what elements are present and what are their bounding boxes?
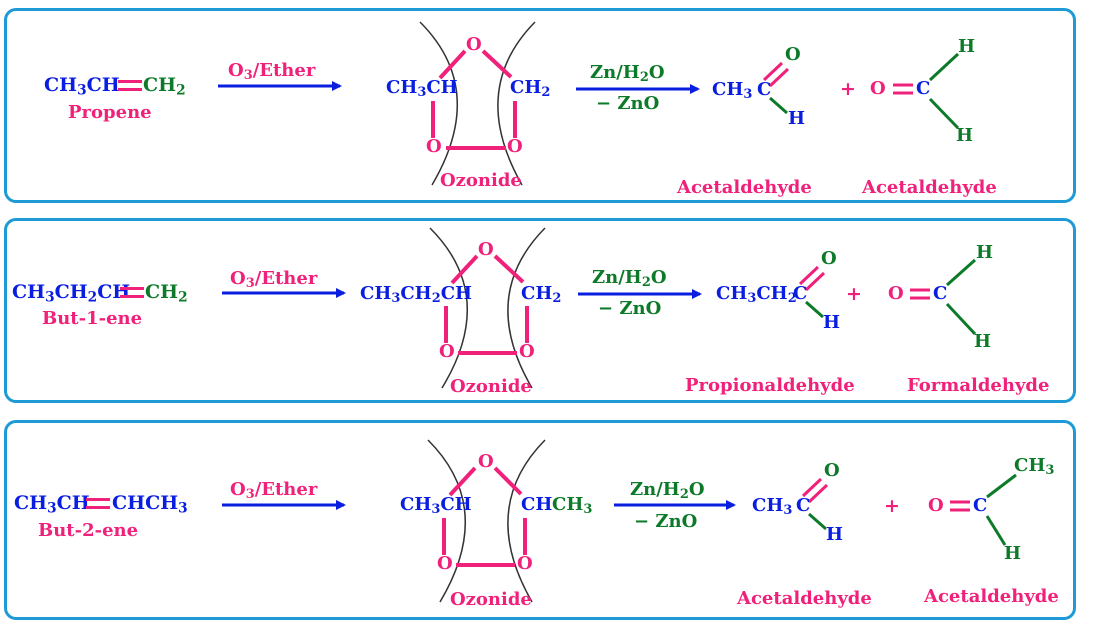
ozonide-right-fragment: CH2 [521, 283, 562, 307]
product-2-carbon: C [973, 495, 988, 516]
plus-sign: + [840, 78, 856, 100]
reagent-label: O3/Ether [230, 268, 318, 292]
product-1-oxygen: O [824, 460, 840, 481]
product-2-oxygen: O [888, 283, 904, 304]
ozonide-oxygen-top: O [466, 34, 482, 55]
reaction-panel-but-2-ene [4, 420, 1076, 620]
reactant-left-fragment: CH3CH2CH [12, 281, 131, 306]
ozonide-oxygen-left: O [437, 553, 453, 574]
ozonide-oxygen-right: O [507, 136, 523, 157]
product-2-oxygen: O [870, 78, 886, 99]
product-2-carbon: C [933, 283, 948, 304]
reagent-label: O3/Ether [228, 60, 316, 84]
ozonide-oxygen-left: O [439, 341, 455, 362]
ozonide-left-fragment: CH3CH [386, 77, 458, 101]
double-bond [118, 80, 142, 91]
workup-reagent: Zn/H2O [590, 62, 665, 86]
ozonide-left-fragment: CH3CH [400, 494, 472, 518]
ozonide-name: Ozonide [450, 589, 532, 610]
reagent-label: O3/Ether [230, 479, 318, 503]
product-1-oxygen: O [821, 248, 837, 269]
product-1-name: Acetaldehyde [677, 177, 812, 198]
reactant-name: But-2-ene [38, 520, 139, 541]
product-2-name: Acetaldehyde [924, 586, 1059, 607]
reactant-left-fragment: CH3CH [44, 74, 120, 99]
workup-reagent: Zn/H2O [592, 267, 667, 291]
workup-reagent: Zn/H2O [630, 479, 705, 503]
reactant-right-fragment: CHCH3 [112, 492, 188, 517]
product-1-hydrogen: H [826, 524, 844, 545]
product-1-carbon: C [757, 79, 772, 100]
product-1-carbon: C [796, 495, 811, 516]
product-1-name: Acetaldehyde [737, 588, 872, 609]
product-2-bottom-substituent: H [956, 125, 974, 146]
product-2-name: Acetaldehyde [862, 177, 997, 198]
workup-byproduct: − ZnO [598, 298, 662, 319]
ozonide-oxygen-top: O [478, 451, 494, 472]
plus-sign: + [884, 495, 900, 517]
ozonide-name: Ozonide [440, 170, 522, 191]
plus-sign: + [846, 283, 862, 305]
reactant-right-fragment: CH2 [143, 74, 186, 99]
product-2-oxygen: O [928, 495, 944, 516]
double-bond [86, 498, 110, 509]
workup-byproduct: − ZnO [634, 511, 698, 532]
product-1-hydrogen: H [823, 312, 841, 333]
reactant-name: Propene [68, 102, 152, 123]
product-1-oxygen: O [785, 44, 801, 65]
ozonide-left-fragment: CH3CH2CH [360, 283, 473, 307]
product-2-top-substituent: H [958, 36, 976, 57]
product-1-name: Propionaldehyde [685, 375, 855, 396]
product-2-top-substituent: H [976, 242, 994, 263]
product-2-name: Formaldehyde [907, 375, 1050, 396]
reactant-left-fragment: CH3CH [14, 492, 90, 517]
product-2-bottom-substituent: H [1004, 543, 1022, 564]
ozonide-right-methyl: CH3 [552, 494, 593, 518]
reactant-right-fragment: CH2 [145, 281, 188, 306]
double-bond [120, 287, 144, 298]
reactant-name: But-1-ene [42, 308, 143, 329]
product-1-alkyl: CH3 [712, 79, 753, 103]
product-2-top-substituent: CH3 [1014, 455, 1055, 479]
ozonide-oxygen-left: O [426, 136, 442, 157]
ozonide-right-carbon: CH [521, 494, 553, 515]
product-2-carbon: C [916, 78, 931, 99]
ozonide-name: Ozonide [450, 376, 532, 397]
product-1-hydrogen: H [788, 108, 806, 129]
product-1-alkyl: CH3CH2 [716, 283, 797, 307]
workup-byproduct: − ZnO [596, 93, 660, 114]
product-2-bottom-substituent: H [974, 331, 992, 352]
ozonide-oxygen-top: O [478, 239, 494, 260]
product-1-alkyl: CH3 [752, 495, 793, 519]
ozonide-oxygen-right: O [519, 341, 535, 362]
product-1-carbon: C [793, 283, 808, 304]
ozonide-oxygen-right: O [517, 553, 533, 574]
reaction-panel-propene [4, 8, 1076, 203]
ozonide-right-fragment: CH2 [510, 77, 551, 101]
